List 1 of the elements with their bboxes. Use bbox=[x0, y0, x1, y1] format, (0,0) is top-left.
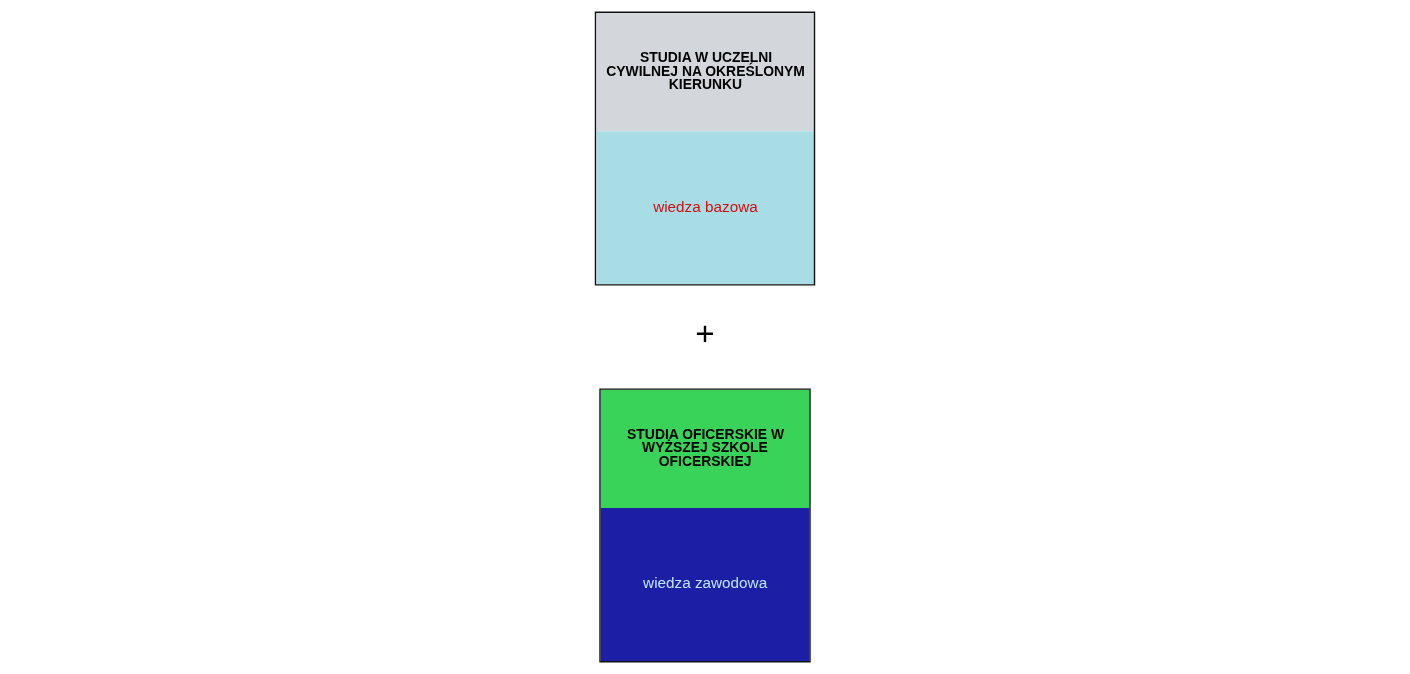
label: + bbox=[695, 315, 715, 353]
